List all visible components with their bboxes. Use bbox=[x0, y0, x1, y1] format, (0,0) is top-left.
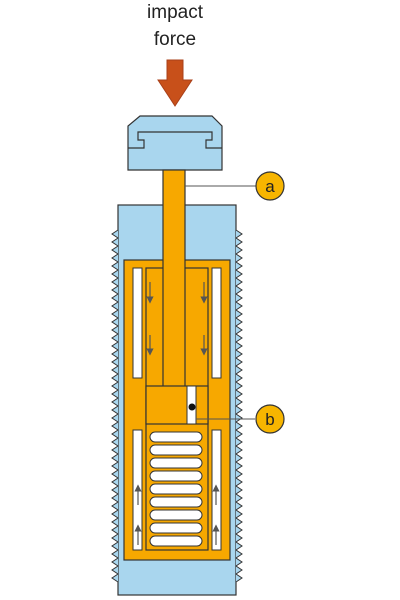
thread-left-path bbox=[111, 229, 119, 583]
spring-coil bbox=[149, 470, 203, 482]
spring bbox=[149, 431, 203, 547]
thread-right bbox=[235, 229, 243, 583]
spring-coil bbox=[149, 496, 203, 508]
orifice-dot bbox=[188, 403, 196, 411]
spring-coil bbox=[149, 457, 203, 469]
cap-groove bbox=[128, 131, 222, 149]
left-channel bbox=[132, 267, 143, 379]
callout-b-label: b bbox=[265, 410, 274, 429]
piston-rod bbox=[162, 169, 186, 393]
callout-a-label: a bbox=[265, 177, 275, 196]
spring-coil bbox=[149, 522, 203, 534]
spring-coil bbox=[149, 431, 203, 443]
spring-coil bbox=[149, 509, 203, 521]
thread-left bbox=[111, 229, 119, 583]
impact-arrow-icon bbox=[157, 59, 193, 107]
impact-cap bbox=[127, 115, 223, 171]
spring-coil bbox=[149, 535, 203, 547]
impact-label-line2: force bbox=[153, 29, 197, 50]
thread-right-path bbox=[235, 229, 243, 583]
right-channel bbox=[211, 267, 222, 379]
piston-head bbox=[145, 385, 209, 425]
flow-arrows bbox=[134, 282, 220, 545]
spring-coil bbox=[149, 444, 203, 456]
spring-coil bbox=[149, 483, 203, 495]
callout-b-circle bbox=[255, 404, 285, 434]
callout-a-circle bbox=[255, 171, 285, 201]
impact-label-line1: impact bbox=[147, 2, 203, 23]
